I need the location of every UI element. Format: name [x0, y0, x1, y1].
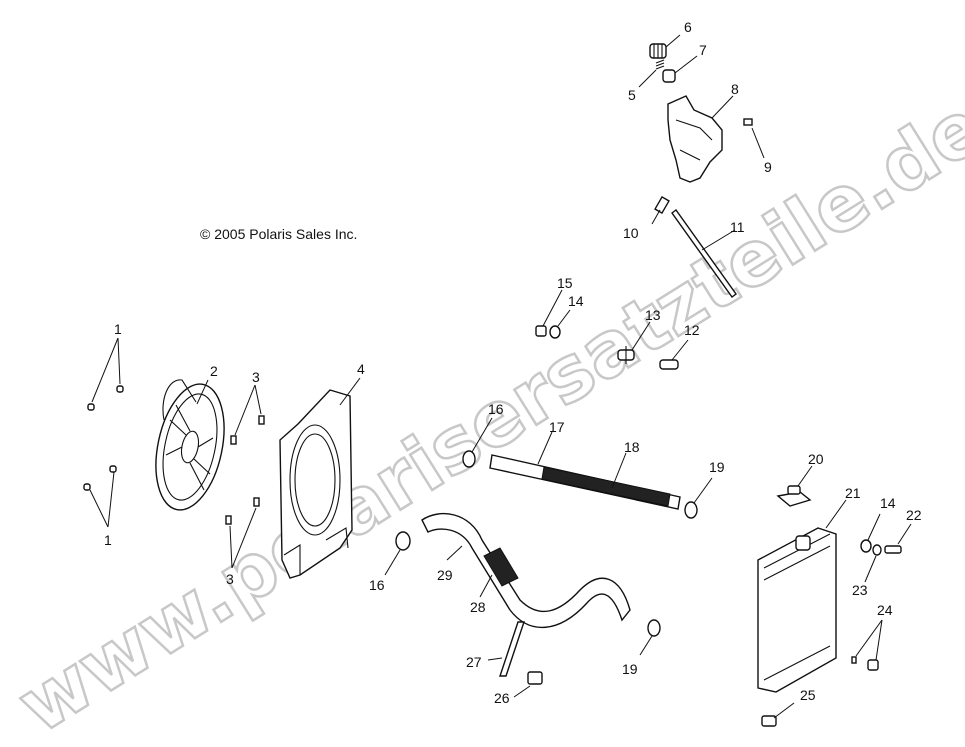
- callout-22: 22: [906, 507, 922, 523]
- part-21-radiator: [757, 499, 847, 693]
- callout-29: 29: [437, 567, 453, 583]
- callout-13: 13: [645, 307, 661, 323]
- part-19-clamp-lower: [639, 619, 661, 656]
- part-20-cap: [776, 465, 813, 507]
- callout-14a: 14: [568, 293, 584, 309]
- part-26-clip: [513, 671, 543, 698]
- callout-20: 20: [808, 451, 824, 467]
- part-7-gasket: [662, 55, 698, 83]
- part-24-fasteners: [851, 619, 883, 671]
- part-27-tie: [487, 621, 525, 677]
- part-10-fitting: [651, 195, 670, 225]
- callout-2: 2: [210, 363, 218, 379]
- callout-21: 21: [845, 485, 861, 501]
- part-1-clips: [83, 337, 124, 528]
- part-19-clamp-upper: [684, 477, 713, 519]
- callout-5: 5: [628, 87, 636, 103]
- callout-28: 28: [470, 599, 486, 615]
- part-23-washer: [864, 544, 882, 583]
- callout-15: 15: [557, 275, 573, 291]
- part-22-bolt: [884, 523, 912, 554]
- part-9-screw: [743, 118, 765, 159]
- callout-16a: 16: [488, 401, 504, 417]
- part-6-cap: [649, 34, 681, 59]
- callout-27: 27: [466, 654, 482, 670]
- callout-23: 23: [852, 582, 868, 598]
- part-2-fan: [155, 379, 225, 511]
- callout-16b: 16: [369, 577, 385, 593]
- callout-25: 25: [800, 687, 816, 703]
- callout-1a: 1: [114, 321, 122, 337]
- callout-11: 11: [730, 219, 745, 235]
- callout-26: 26: [494, 690, 510, 706]
- callout-9: 9: [764, 159, 772, 175]
- callout-19a: 19: [709, 459, 725, 475]
- part-28-sleeve: [479, 547, 519, 598]
- part-11-tube: [671, 209, 737, 298]
- part-25-plug: [761, 702, 795, 727]
- callout-24: 24: [877, 602, 893, 618]
- callout-12: 12: [684, 322, 700, 338]
- callout-1b: 1: [104, 532, 112, 548]
- callout-8: 8: [731, 81, 739, 97]
- part-5-spring: [638, 59, 665, 88]
- callout-3b: 3: [226, 571, 234, 587]
- callout-19b: 19: [622, 661, 638, 677]
- callout-10: 10: [623, 225, 639, 241]
- part-16-clamp-upper: [462, 417, 493, 468]
- copyright-notice: © 2005 Polaris Sales Inc.: [200, 226, 358, 242]
- part-29-hose: [421, 513, 631, 629]
- part-14-washer-upper: [549, 309, 571, 339]
- callout-17: 17: [549, 419, 565, 435]
- callout-3a: 3: [252, 369, 260, 385]
- part-3-clips: [225, 384, 265, 569]
- callout-labels: 1 1 2 3 3 4 5 6 7 8 9 10 11 12 13 14 14 …: [104, 19, 922, 706]
- part-4-shroud: [279, 377, 361, 579]
- callout-14b: 14: [880, 495, 896, 511]
- callout-18: 18: [624, 439, 640, 455]
- callout-4: 4: [357, 361, 365, 377]
- part-14-washer-lower: [860, 513, 881, 553]
- part-15-nut: [535, 289, 563, 337]
- callout-7: 7: [699, 42, 707, 58]
- part-12-sleeve: [659, 339, 689, 370]
- callout-6: 6: [684, 19, 692, 35]
- part-13-bushing: [617, 321, 651, 364]
- part-16-clamp-lower: [384, 531, 411, 576]
- part-18-insulation: [541, 452, 671, 507]
- part-8-bottle: [667, 95, 734, 183]
